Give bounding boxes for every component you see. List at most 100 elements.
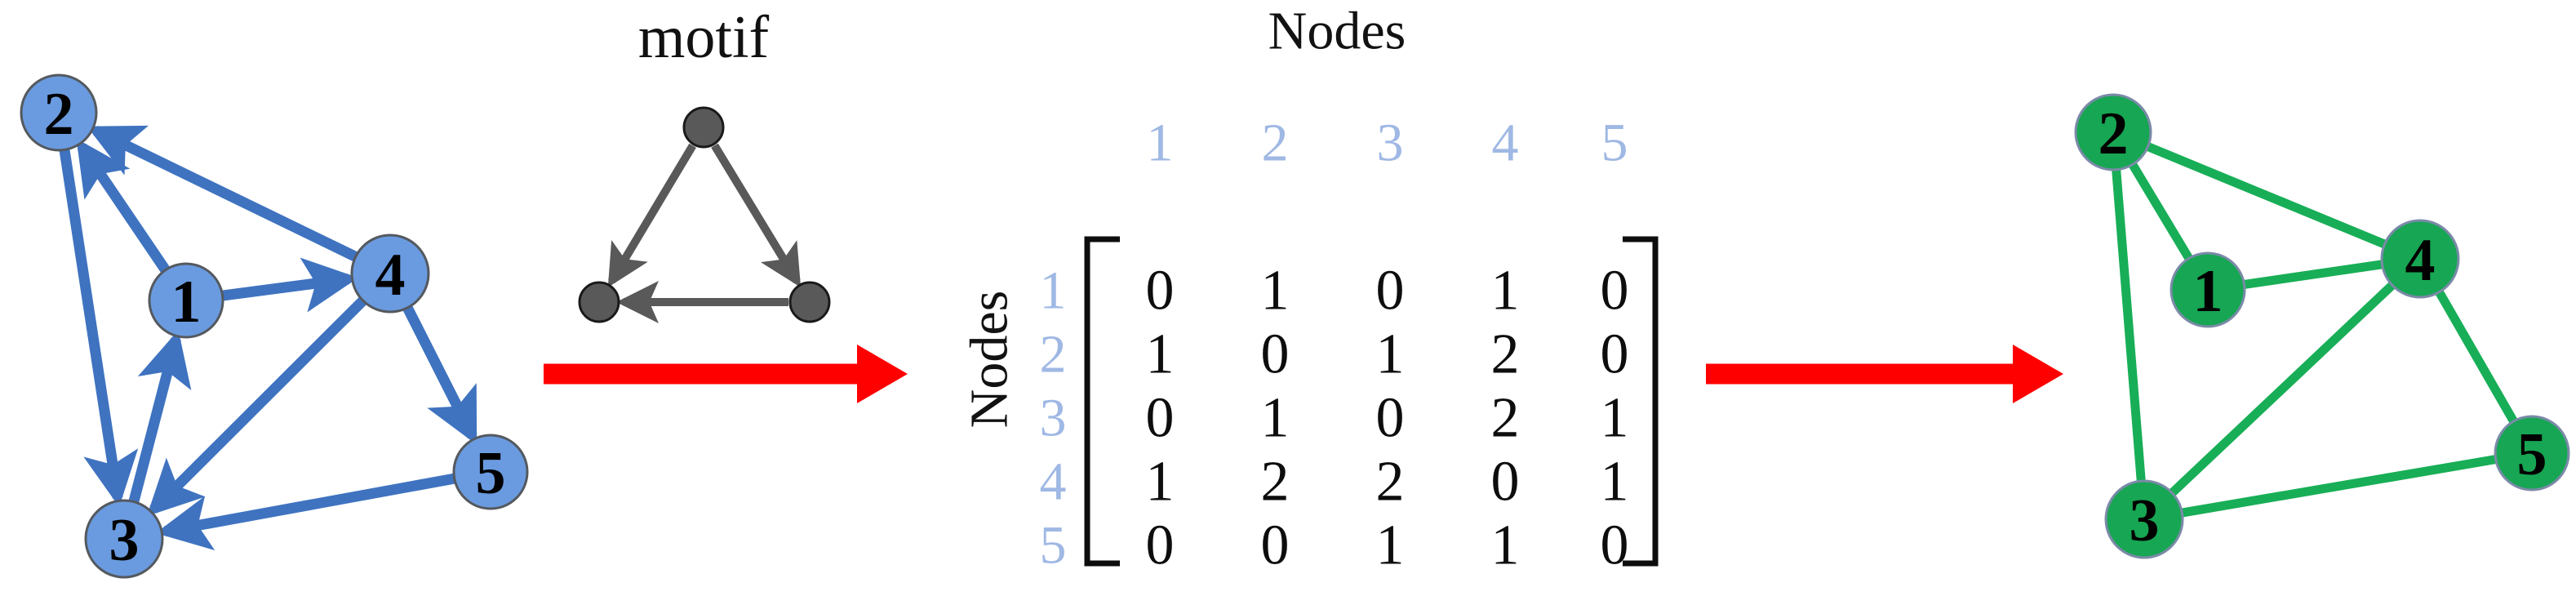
matrix-cell: 2 [1376,451,1405,514]
matrix-row-label: 5 [1040,516,1067,576]
node-label: 3 [2130,487,2160,554]
matrix-column-header: Nodes [1268,2,1406,61]
node-circle [84,499,164,579]
matrix-cell: 1 [1146,323,1175,386]
graph-node-5[interactable]: 5 [452,434,529,510]
matrix-col-label: 2 [1262,113,1289,173]
node-circle [148,262,224,339]
matrix-col-label: 4 [1492,113,1519,173]
matrix-cell: 1 [1376,323,1405,386]
matrix-cell: 1 [1146,451,1175,514]
graph-edge [221,257,359,313]
motif-node [788,281,831,323]
matrix-cell: 1 [1376,514,1405,577]
matrix-cell: 2 [1491,387,1520,450]
graph-edge [2181,455,2497,518]
node-label: 3 [109,507,140,574]
graph-edge [2112,169,2146,482]
matrix-cell: 1 [1491,514,1520,577]
matrix-column-labels: 1 2 3 4 5 [1147,113,1628,173]
right-graph-nodes: 1 2 3 4 5 [2074,93,2570,559]
node-circle [2170,251,2246,328]
node-label: 5 [476,440,506,507]
graph-edge [2169,282,2396,496]
matrix-row-label: 2 [1040,325,1067,385]
motif-title: motif [638,4,770,71]
motif-edge [607,143,696,287]
arrow-graph-to-matrix [544,345,908,403]
matrix-cell: 1 [1601,451,1629,514]
matrix-right-bracket [1623,236,1659,567]
matrix-cell: 0 [1491,451,1520,514]
graph-edge [146,296,367,517]
graph-node-1[interactable]: 1 [2170,251,2246,328]
node-label: 4 [2405,227,2436,294]
motif-node [578,281,620,323]
motif-nodes [578,106,831,323]
node-circle [2104,479,2184,559]
matrix-row-label: 4 [1040,452,1067,512]
graph-node-2[interactable]: 2 [20,73,98,152]
node-label: 5 [2517,421,2547,488]
graph-edge [2243,260,2383,289]
motif-node [682,106,725,149]
graph-node-3[interactable]: 3 [2104,479,2184,559]
matrix-cell: 0 [1376,387,1405,450]
left-graph-edges [59,125,477,551]
node-label: 1 [171,269,202,336]
motif-edges [607,143,802,323]
graph-edge [59,149,139,508]
graph-node-1[interactable]: 1 [148,262,224,339]
graph-edge [402,305,477,445]
matrix-cell: 0 [1261,514,1290,577]
matrix-col-label: 5 [1601,113,1628,173]
graph-node-4[interactable]: 4 [2380,219,2460,299]
arrow-matrix-to-output [1706,345,2063,403]
matrix-cell: 0 [1601,514,1629,577]
matrix-cell: 2 [1491,323,1520,386]
matrix-col-label: 3 [1377,113,1404,173]
graph-edge [2128,162,2193,261]
matrix-cell: 0 [1146,387,1175,450]
matrix-cell: 1 [1261,260,1290,323]
graph-edge [2435,289,2518,424]
node-label: 1 [2193,258,2223,325]
matrix-cell: 1 [1491,260,1520,323]
matrix-left-bracket [1084,236,1120,567]
graph-node-3[interactable]: 3 [84,499,164,579]
matrix-col-label: 1 [1147,113,1174,173]
graph-edge [128,330,192,504]
matrix-cell: 0 [1146,514,1175,577]
matrix-row-header: Nodes [960,291,1019,429]
node-label: 2 [2099,100,2129,167]
node-circle [2074,93,2152,171]
graph-node-4[interactable]: 4 [350,234,430,314]
graph-edge [2146,142,2387,249]
graph-edge [155,473,455,551]
matrix-cell: 0 [1601,260,1629,323]
graph-node-2[interactable]: 2 [2074,93,2152,171]
node-circle [20,73,98,152]
graph-node-5[interactable]: 5 [2494,415,2570,492]
matrix-brackets [1084,236,1659,567]
matrix-cell: 1 [1601,387,1629,450]
left-graph-nodes: 1 2 3 4 5 [20,73,529,579]
node-circle [350,234,430,314]
node-label: 2 [44,81,74,148]
matrix-cell: 0 [1146,260,1175,323]
matrix-cell: 0 [1261,323,1290,386]
matrix-row-label: 3 [1040,389,1067,448]
matrix-cell: 0 [1601,323,1629,386]
node-circle [2380,219,2460,299]
node-circle [2494,415,2570,492]
matrix-cell: 1 [1261,387,1290,450]
matrix-cell: 0 [1376,260,1405,323]
graph-edge [87,125,358,262]
